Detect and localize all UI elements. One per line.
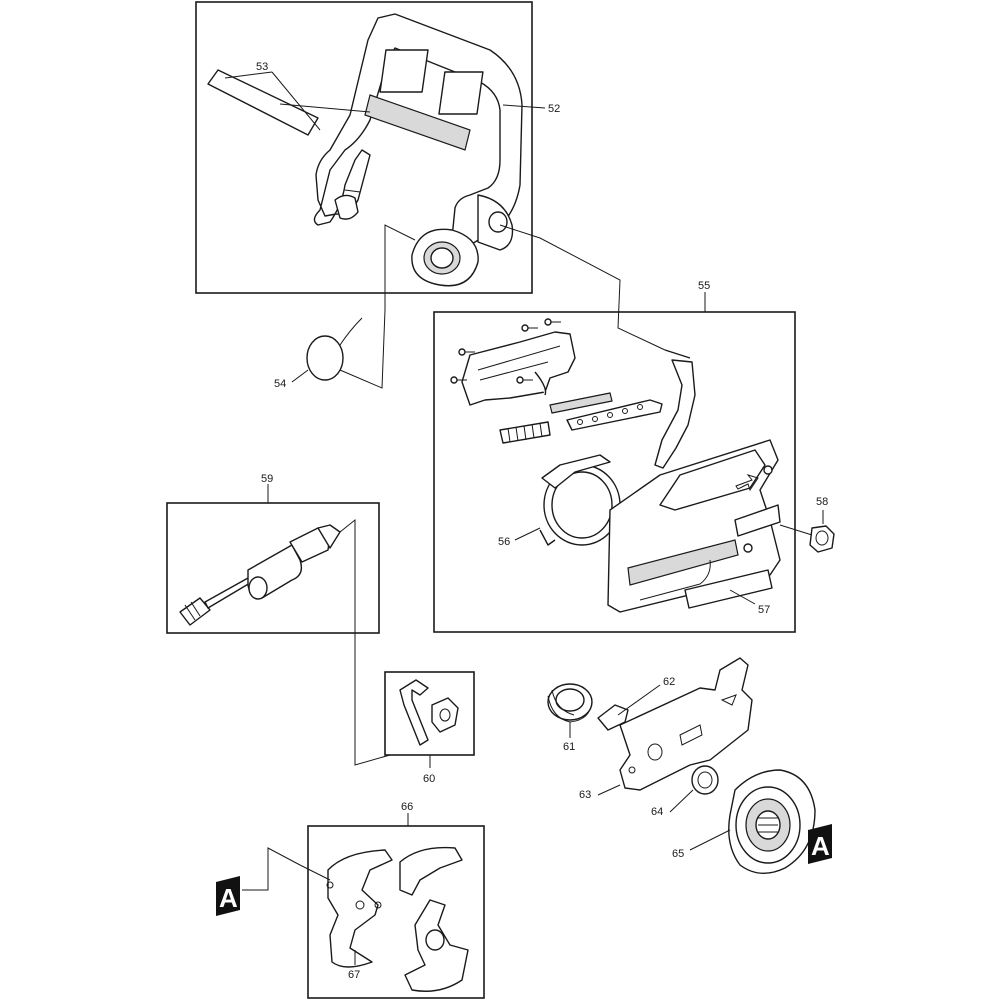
brake-arm (654, 349, 696, 469)
sprocket-cover (607, 439, 781, 613)
reference-marker-left: A (216, 876, 240, 916)
clutch-shoe-67 (326, 846, 469, 992)
group-box-handguard (195, 1, 533, 294)
callout-65: 65 (672, 848, 684, 860)
callout-52: 52 (548, 103, 560, 115)
plate-63 (619, 657, 753, 791)
callout-57: 57 (758, 604, 770, 616)
nut-58 (809, 525, 835, 553)
callout-55: 55 (698, 280, 710, 292)
washer-64 (691, 765, 719, 795)
callout-59: 59 (261, 473, 273, 485)
callout-60: 60 (423, 773, 435, 785)
decal-53 (207, 69, 319, 136)
reference-marker-right: A (808, 824, 832, 864)
clip-62 (597, 704, 629, 731)
clutch-drum-65 (728, 769, 816, 874)
group-box-brake (433, 311, 796, 633)
callout-53: 53 (256, 61, 268, 73)
callout-64: 64 (651, 806, 663, 818)
callout-61: 61 (563, 741, 575, 753)
spring-61 (547, 683, 593, 723)
marker-right-letter: A (811, 831, 830, 861)
wrench-pin-60 (399, 679, 459, 746)
callout-67: 67 (348, 969, 360, 981)
decal-57 (684, 569, 773, 609)
callout-56: 56 (498, 536, 510, 548)
callout-58: 58 (816, 496, 828, 508)
marker-left-letter: A (219, 883, 238, 913)
brake-link-plate (549, 392, 663, 431)
callout-54: 54 (274, 378, 286, 390)
brake-band-56 (539, 454, 621, 546)
callout-62: 62 (663, 676, 675, 688)
tensioner-59 (179, 524, 341, 626)
circlip-54 (306, 317, 363, 381)
screws (450, 318, 561, 384)
brake-lever-bracket (461, 331, 576, 406)
group-box-60 (384, 671, 475, 756)
hand-guard-52 (313, 13, 523, 287)
callout-63: 63 (579, 789, 591, 801)
callout-66: 66 (401, 801, 413, 813)
leader-lines (224, 71, 824, 965)
group-box-tensioner (166, 502, 380, 634)
group-box-clutch (307, 825, 485, 999)
spring (499, 421, 551, 444)
